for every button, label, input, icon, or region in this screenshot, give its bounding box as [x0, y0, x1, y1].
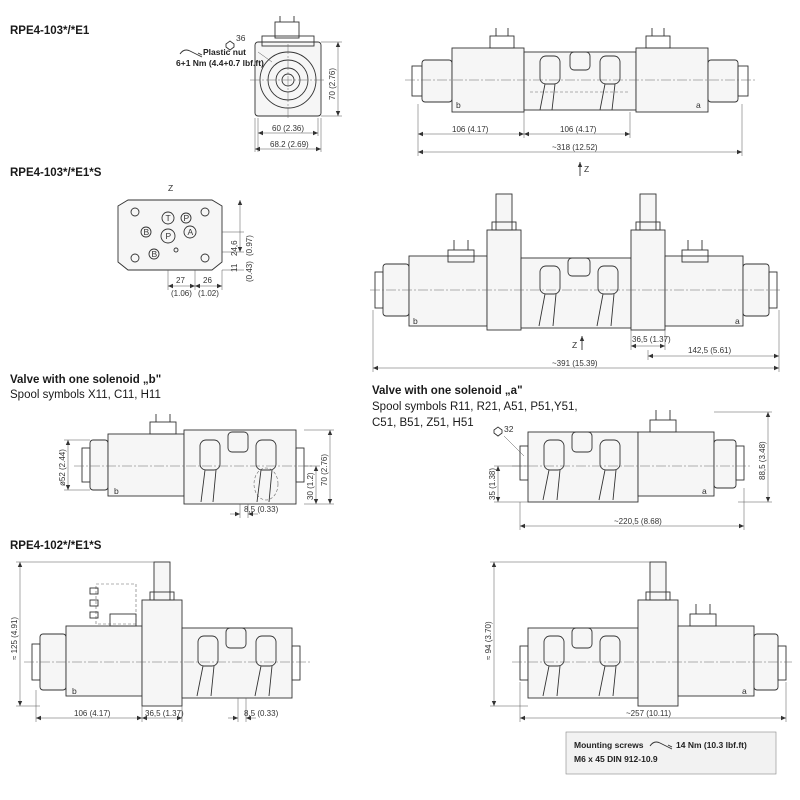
- dim-total-257: ~257 (10.11): [626, 709, 671, 718]
- dim-24-6: 24,6: [230, 240, 239, 256]
- fig-rpe4-102-b: b ≈ 125 (4.91) 106 (4.17) 36,5 (1.37) 8,…: [10, 561, 310, 722]
- wrench-icon-2: [649, 741, 673, 750]
- dim-dia-52: ø52 (2.44): [58, 449, 67, 486]
- dim-height-70-b: 70 (2.76): [320, 454, 329, 486]
- port-a: A: [183, 225, 197, 239]
- heading-rpe4-103-e1-s: RPE4-103*/*E1*S: [10, 167, 102, 179]
- dim-total-220-5: ~220,5 (8.68): [614, 517, 662, 526]
- fig-double-solenoid-view: b a 106 (4.17) 106 (4.17) ~318 (12.52) Z: [405, 28, 755, 176]
- fig-end-view: 36 Plastic nut 6+1 Nm (4.4+0.7 lbf.ft) 7…: [176, 16, 342, 152]
- dim-right-106: 106 (4.17): [560, 125, 597, 134]
- subheading-spool-symbols-b: Spool symbols X11, C11, H11: [10, 389, 161, 401]
- dim-0-97: (0.97): [245, 235, 254, 256]
- svg-text:P: P: [166, 231, 172, 241]
- wrench-icon: [179, 49, 203, 58]
- dim-26: 26: [203, 276, 212, 285]
- dim-height-125: ≈ 125 (4.91): [10, 617, 19, 660]
- dim-8-5: 8,5 (0.33): [244, 505, 279, 514]
- fig-one-solenoid-b: b ø52 (2.44) 70 (2.76) 30 (1.2) 8,5 (0.3…: [58, 414, 334, 518]
- dim-height-94: ≈ 94 (3.70): [484, 621, 493, 660]
- subheading-spool-symbols-a-line1: Spool symbols R11, R21, A51, P51,Y51,: [372, 401, 578, 413]
- fig-one-solenoid-a: a 32 88,5 (3.48) 35 (1.38) ~220,5 (8.68): [488, 410, 772, 530]
- solenoid-b-label-2: b: [413, 316, 418, 326]
- solenoid-a-label-3: a: [702, 486, 707, 496]
- mounting-screws-note: Mounting screws 14 Nm (10.3 lbf.ft) M6 x…: [565, 731, 777, 775]
- dim-27: 27: [176, 276, 185, 285]
- fig-bottom-view-z: Z T P B A P B: [117, 183, 254, 298]
- dim-0-43: (0.43): [245, 261, 254, 282]
- solenoid-b-label: b: [456, 100, 461, 110]
- dim-width-60: 60 (2.36): [272, 124, 304, 133]
- dim-left-106: 106 (4.17): [452, 125, 489, 134]
- solenoid-a-label-4: a: [742, 686, 747, 696]
- port-p-top: P: [180, 212, 192, 224]
- subheading-spool-symbols-a-line2: C51, B51, Z51, H51: [372, 417, 474, 429]
- dim-height-88-5: 88,5 (3.48): [758, 441, 767, 480]
- solenoid-b-label-4: b: [72, 686, 77, 696]
- dim-total-318: ~318 (12.52): [552, 143, 598, 152]
- fig-rpe4-102-a: a ≈ 94 (3.70) ~257 (10.11): [484, 561, 792, 722]
- fig-double-solenoid-emergency: b a Z 36,5 (1.37) 142,5 (5.61) ~391 (15.…: [370, 193, 782, 372]
- port-b-left: B: [140, 226, 152, 238]
- svg-text:A: A: [188, 227, 194, 237]
- heading-rpe4-103-e1: RPE4-103*/*E1: [10, 25, 90, 37]
- view-z-marker: Z: [584, 164, 589, 174]
- hex-size-36: 36: [236, 33, 246, 43]
- plastic-nut-label: Plastic nut: [203, 47, 246, 57]
- dim-142-5: 142,5 (5.61): [688, 346, 731, 355]
- svg-text:T: T: [166, 213, 171, 223]
- port-t: T: [161, 211, 175, 225]
- plastic-nut-torque: 6+1 Nm (4.4+0.7 lbf.ft): [176, 58, 264, 68]
- dim-106: 106 (4.17): [74, 709, 111, 718]
- view-z-title: Z: [168, 183, 173, 193]
- solenoid-a-label: a: [696, 100, 701, 110]
- dim-1-02: (1.02): [198, 289, 219, 298]
- dim-1-06: (1.06): [171, 289, 192, 298]
- solenoid-a-label-2: a: [735, 316, 740, 326]
- mounting-screw-spec: M6 x 45 DIN 912-10.9: [574, 754, 658, 764]
- dim-height-70: 70 (2.76): [328, 68, 337, 100]
- heading-one-solenoid-a: Valve with one solenoid „a": [372, 385, 523, 397]
- mounting-torque: 14 Nm (10.3 lbf.ft): [676, 740, 747, 750]
- dim-height-35: 35 (1.38): [488, 468, 497, 500]
- heading-one-solenoid-b: Valve with one solenoid „b": [10, 374, 161, 386]
- svg-text:P: P: [184, 213, 190, 223]
- port-b-bottom: B: [148, 248, 160, 260]
- dim-11: 11: [230, 263, 239, 272]
- dim-total-391: ~391 (15.39): [552, 359, 598, 368]
- svg-text:B: B: [152, 249, 158, 259]
- mounting-screws-label: Mounting screws: [574, 740, 644, 750]
- svg-text:B: B: [144, 227, 150, 237]
- dim-36-5-b: 36,5 (1.37): [145, 709, 184, 718]
- hex-size-32: 32: [504, 424, 514, 434]
- dim-height-30: 30 (1.2): [306, 472, 315, 500]
- dim-width-68: 68.2 (2.69): [270, 140, 309, 149]
- dim-36-5: 36,5 (1.37): [632, 335, 671, 344]
- dim-8-5-b: 8,5 (0.33): [244, 709, 279, 718]
- port-p-center: P: [160, 228, 176, 244]
- heading-rpe4-102-e1-s: RPE4-102*/*E1*S: [10, 540, 102, 552]
- solenoid-b-label-3: b: [114, 486, 119, 496]
- view-z-marker-2: Z: [572, 340, 577, 350]
